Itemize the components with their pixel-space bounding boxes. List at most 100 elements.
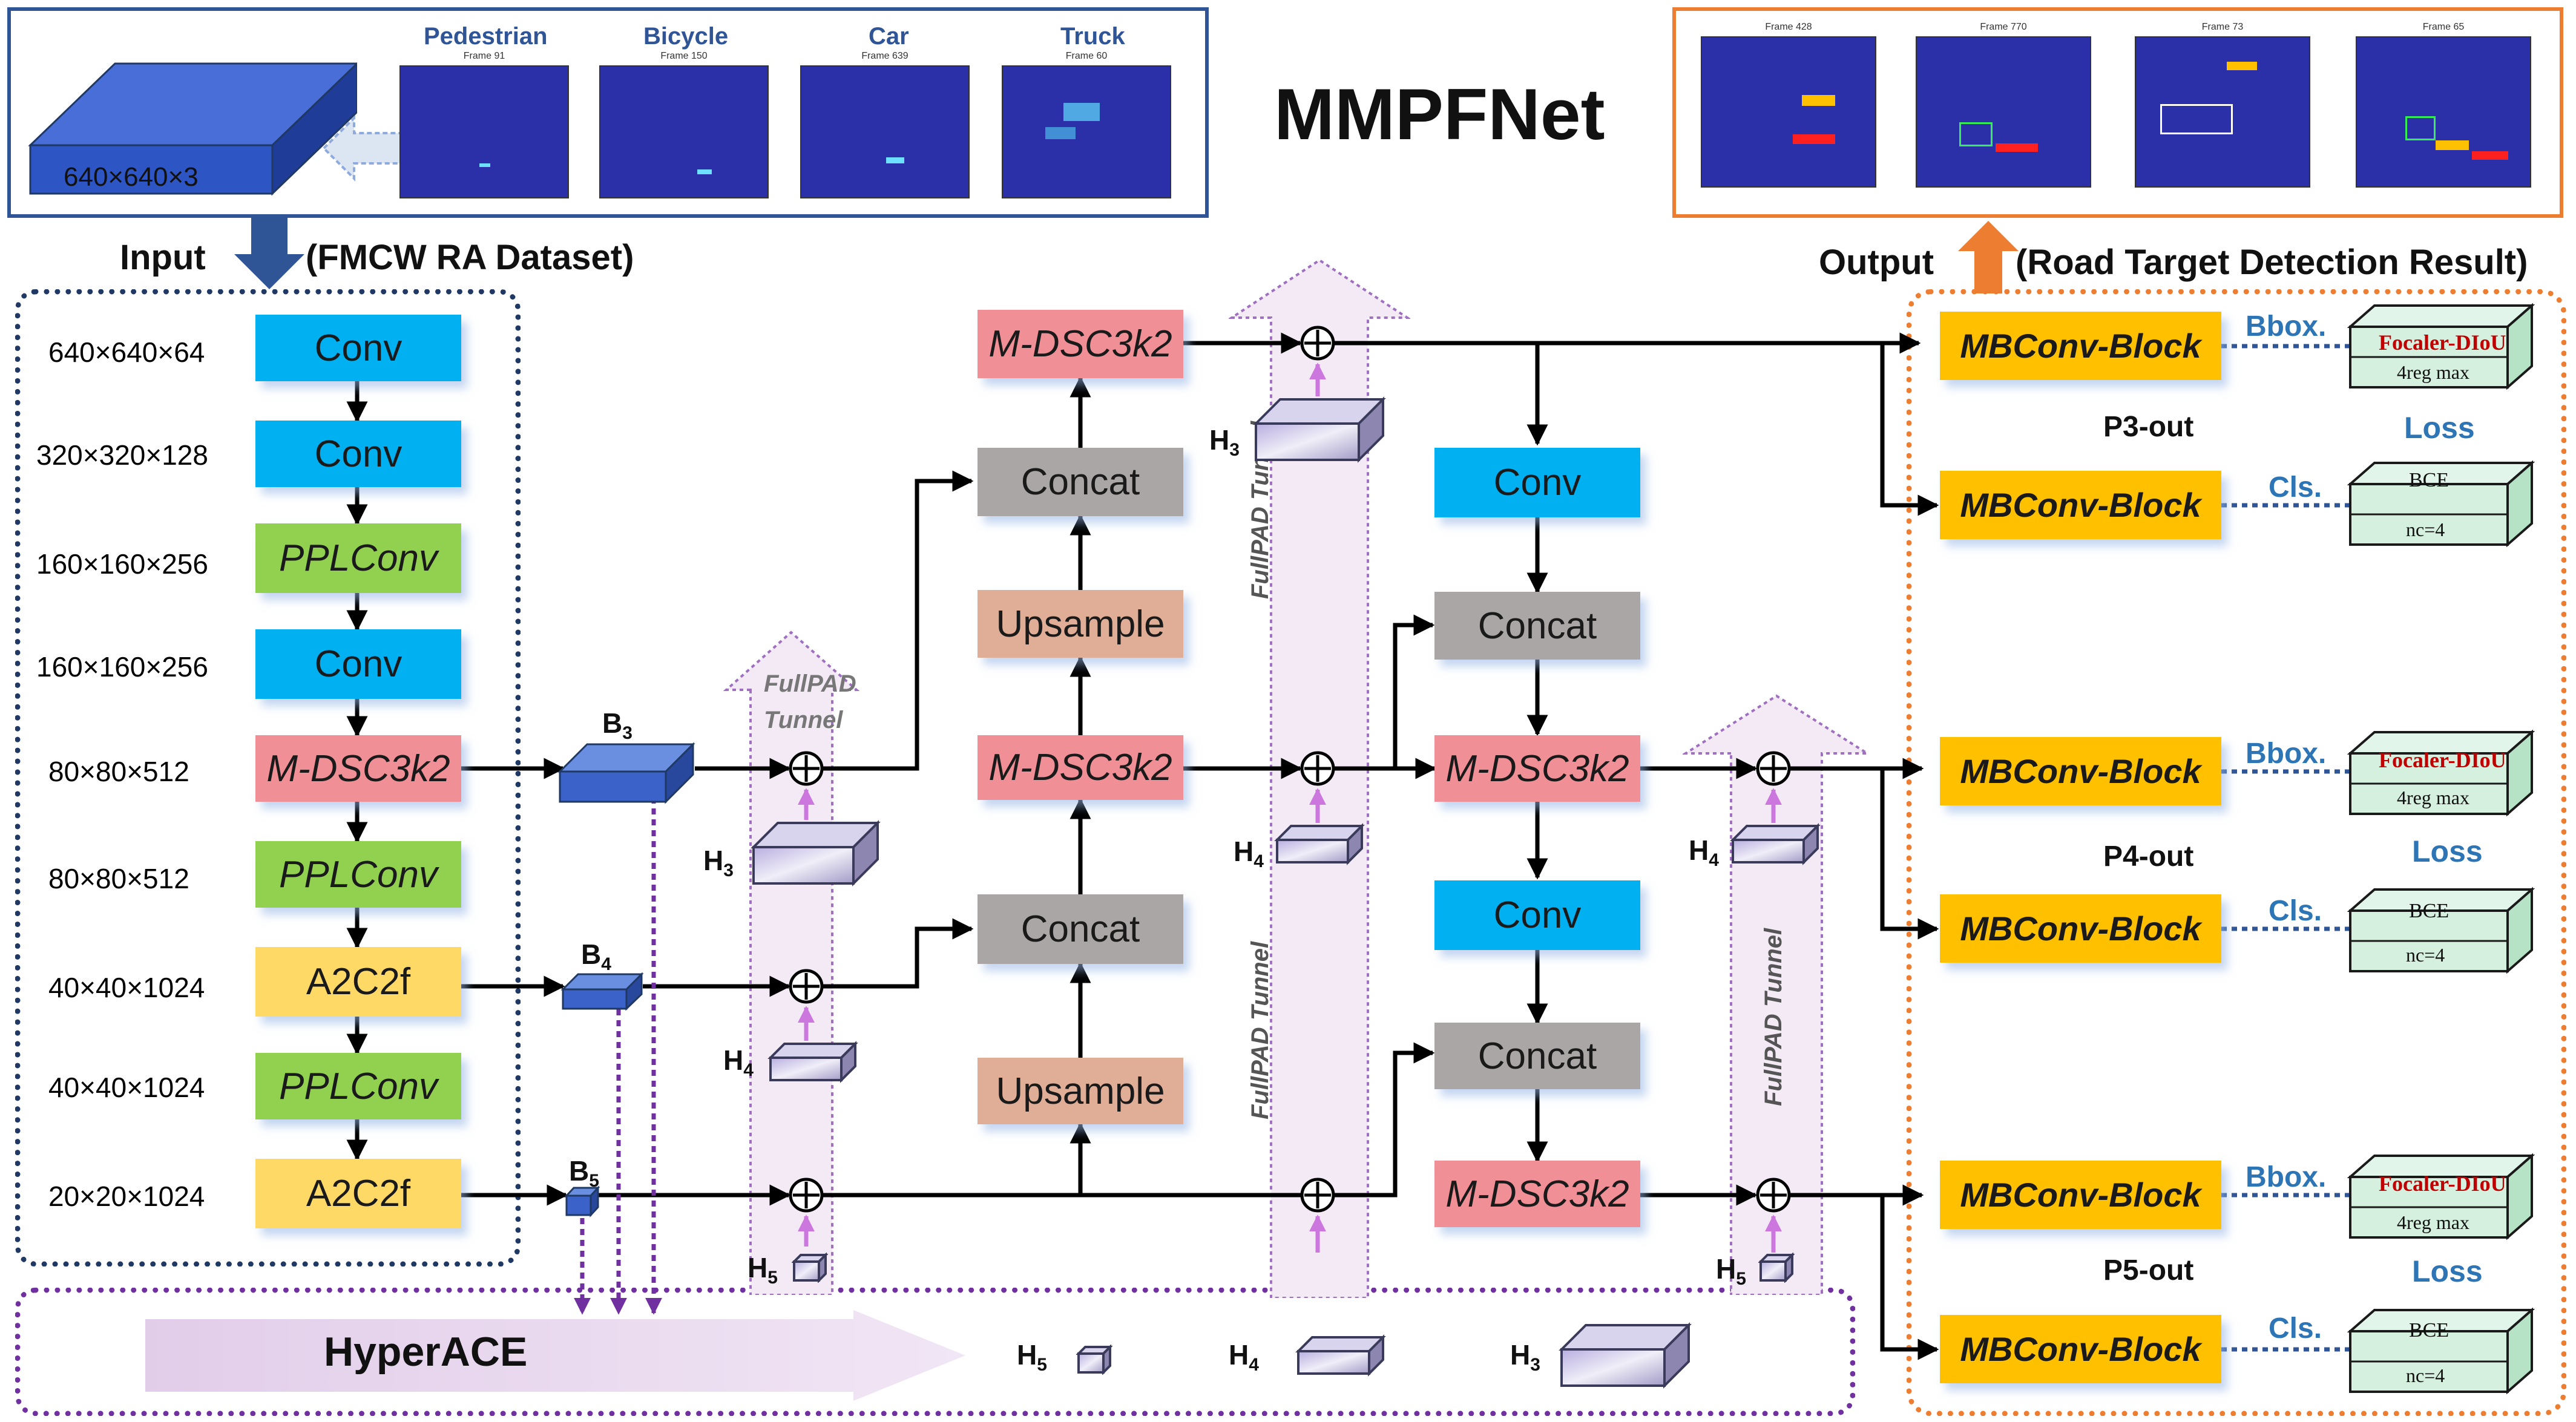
input-tensor-label: 640×640×3 — [64, 162, 199, 192]
loss-p4-bce: BCE — [2409, 900, 2450, 922]
h4-label-tunnel2: H4 — [1234, 836, 1264, 872]
backbone-a2c2f-1: A2C2f — [255, 947, 461, 1017]
loss-box-p5-bbox — [2347, 1153, 2535, 1240]
loss-p5-reg: 4reg max — [2397, 1211, 2469, 1233]
dim-label-6: 80×80×512 — [48, 863, 189, 894]
loss-p3-reg: 4reg max — [2397, 361, 2469, 383]
output-label: Output — [1819, 243, 1934, 282]
neck2-concat-top: Concat — [1434, 592, 1640, 660]
hyperace-arrow — [145, 1310, 965, 1401]
head-p3-loss-label: Loss — [2404, 411, 2475, 445]
fullpad-tunnel-3 — [1683, 694, 1870, 1295]
h4-label-tunnel3: H4 — [1689, 834, 1719, 871]
b5-label: B5 — [569, 1155, 599, 1191]
head-p3-cls-block: MBConv-Block — [1940, 471, 2221, 539]
h4-block-hyperace — [1295, 1334, 1386, 1377]
loss-p4-focaler: Focaler-DIoU — [2379, 748, 2506, 772]
head-p3-cls-label: Cls. — [2269, 471, 2322, 503]
dim-label-2: 320×320×128 — [36, 439, 208, 471]
h4-label-hyperace: H4 — [1229, 1339, 1259, 1375]
loss-box-p4-cls — [2347, 886, 2535, 974]
loss-p5-bce: BCE — [2409, 1319, 2450, 1342]
head-p4-cls-block: MBConv-Block — [1940, 894, 2221, 963]
h3-block-tunnel2 — [1253, 396, 1386, 463]
h5-block-tunnel1 — [792, 1253, 828, 1283]
h4-label-tunnel1: H4 — [723, 1044, 754, 1081]
neck2-mdsc3k2-bottom: M-DSC3k2 — [1434, 1161, 1640, 1227]
backbone-pplconv-3: PPLConv — [255, 1053, 461, 1119]
head-p5-loss-label: Loss — [2412, 1254, 2483, 1288]
output-plot-1: Frame 428 — [1701, 22, 1876, 188]
head-p5-bbox-label: Bbox. — [2246, 1161, 2327, 1193]
tunnel-1-label-tunnel: Tunnel — [764, 707, 843, 733]
b3-label: B3 — [602, 707, 632, 744]
b5-feature-block — [564, 1185, 600, 1217]
output-plot-4: Frame 65 — [2356, 22, 2531, 188]
backbone-conv-3: Conv — [255, 629, 461, 699]
head-region — [1907, 289, 2566, 1416]
h3-label-tunnel1: H3 — [703, 845, 734, 881]
input-dataset-label: (FMCW RA Dataset) — [306, 238, 634, 277]
neck2-conv-top: Conv — [1434, 448, 1640, 517]
h5-block-tunnel3 — [1758, 1253, 1795, 1283]
head-p5-out-label: P5-out — [2103, 1254, 2194, 1286]
neck1-upsample-top: Upsample — [978, 590, 1183, 658]
h5-label-tunnel1: H5 — [748, 1252, 778, 1288]
input-tensor-icon — [28, 62, 357, 196]
loss-p5-focaler: Focaler-DIoU — [2379, 1171, 2506, 1196]
h5-label-tunnel3: H5 — [1716, 1253, 1746, 1289]
loss-p5-nc: nc=4 — [2406, 1365, 2445, 1386]
head-p3-bbox-label: Bbox. — [2246, 310, 2327, 342]
dim-label-8: 40×40×1024 — [48, 1072, 205, 1103]
backbone-conv-1: Conv — [255, 315, 461, 381]
h4-block-tunnel2 — [1274, 823, 1365, 865]
backbone-pplconv-1: PPLConv — [255, 523, 461, 593]
loss-box-p4-bbox — [2347, 729, 2535, 817]
page-title: MMPFNet — [1274, 74, 1605, 155]
backbone-conv-2: Conv — [255, 421, 461, 487]
loss-p3-focaler: Focaler-DIoU — [2379, 330, 2506, 355]
loss-p4-reg: 4reg max — [2397, 787, 2469, 808]
h4-block-tunnel3 — [1730, 823, 1821, 865]
neck2-conv-bottom: Conv — [1434, 880, 1640, 950]
class-label-truck: Truck — [1060, 23, 1125, 50]
tunnel-1-label-full: FullPAD — [764, 670, 856, 697]
neck1-concat-top: Concat — [978, 448, 1183, 516]
head-p4-out-label: P4-out — [2103, 840, 2194, 873]
backbone-region — [15, 289, 521, 1266]
h3-label-hyperace: H3 — [1510, 1339, 1540, 1375]
backbone-pplconv-2: PPLConv — [255, 841, 461, 908]
loss-p4-nc: nc=4 — [2406, 944, 2445, 966]
b4-label: B4 — [581, 939, 611, 975]
output-desc-label: (Road Target Detection Result) — [2016, 243, 2528, 282]
neck1-mdsc3k2-mid: M-DSC3k2 — [978, 735, 1183, 800]
loss-p3-nc: nc=4 — [2406, 519, 2445, 540]
head-p3-out-label: P3-out — [2103, 411, 2194, 443]
input-plot-pedestrian: Frame 91 — [399, 51, 569, 198]
input-arrow-icon — [234, 218, 304, 289]
neck1-concat-bottom: Concat — [978, 894, 1183, 964]
h3-block-hyperace — [1559, 1322, 1692, 1389]
class-label-bicycle: Bicycle — [643, 23, 729, 50]
dim-label-5: 80×80×512 — [48, 756, 189, 787]
hyperace-label: HyperACE — [324, 1329, 528, 1375]
output-arrow-icon — [1958, 221, 2019, 293]
loss-box-p3-cls — [2347, 460, 2535, 548]
loss-box-p5-cls — [2347, 1307, 2535, 1395]
class-label-pedestrian: Pedestrian — [424, 23, 548, 50]
input-label: Input — [120, 238, 206, 277]
head-p4-bbox-block: MBConv-Block — [1940, 737, 2221, 805]
h5-label-hyperace: H5 — [1017, 1339, 1047, 1375]
h3-label-tunnel2: H3 — [1209, 424, 1240, 460]
head-p4-loss-label: Loss — [2412, 834, 2483, 868]
neck2-concat-bottom: Concat — [1434, 1023, 1640, 1089]
input-plot-car: Frame 639 — [800, 51, 970, 198]
head-p5-cls-block: MBConv-Block — [1940, 1315, 2221, 1383]
neck2-mdsc3k2-mid: M-DSC3k2 — [1434, 735, 1640, 802]
dim-label-3: 160×160×256 — [36, 548, 208, 580]
class-label-car: Car — [869, 23, 909, 50]
b4-feature-block — [560, 972, 644, 1011]
head-p3-bbox-block: MBConv-Block — [1940, 312, 2221, 380]
dim-label-1: 640×640×64 — [48, 336, 205, 368]
